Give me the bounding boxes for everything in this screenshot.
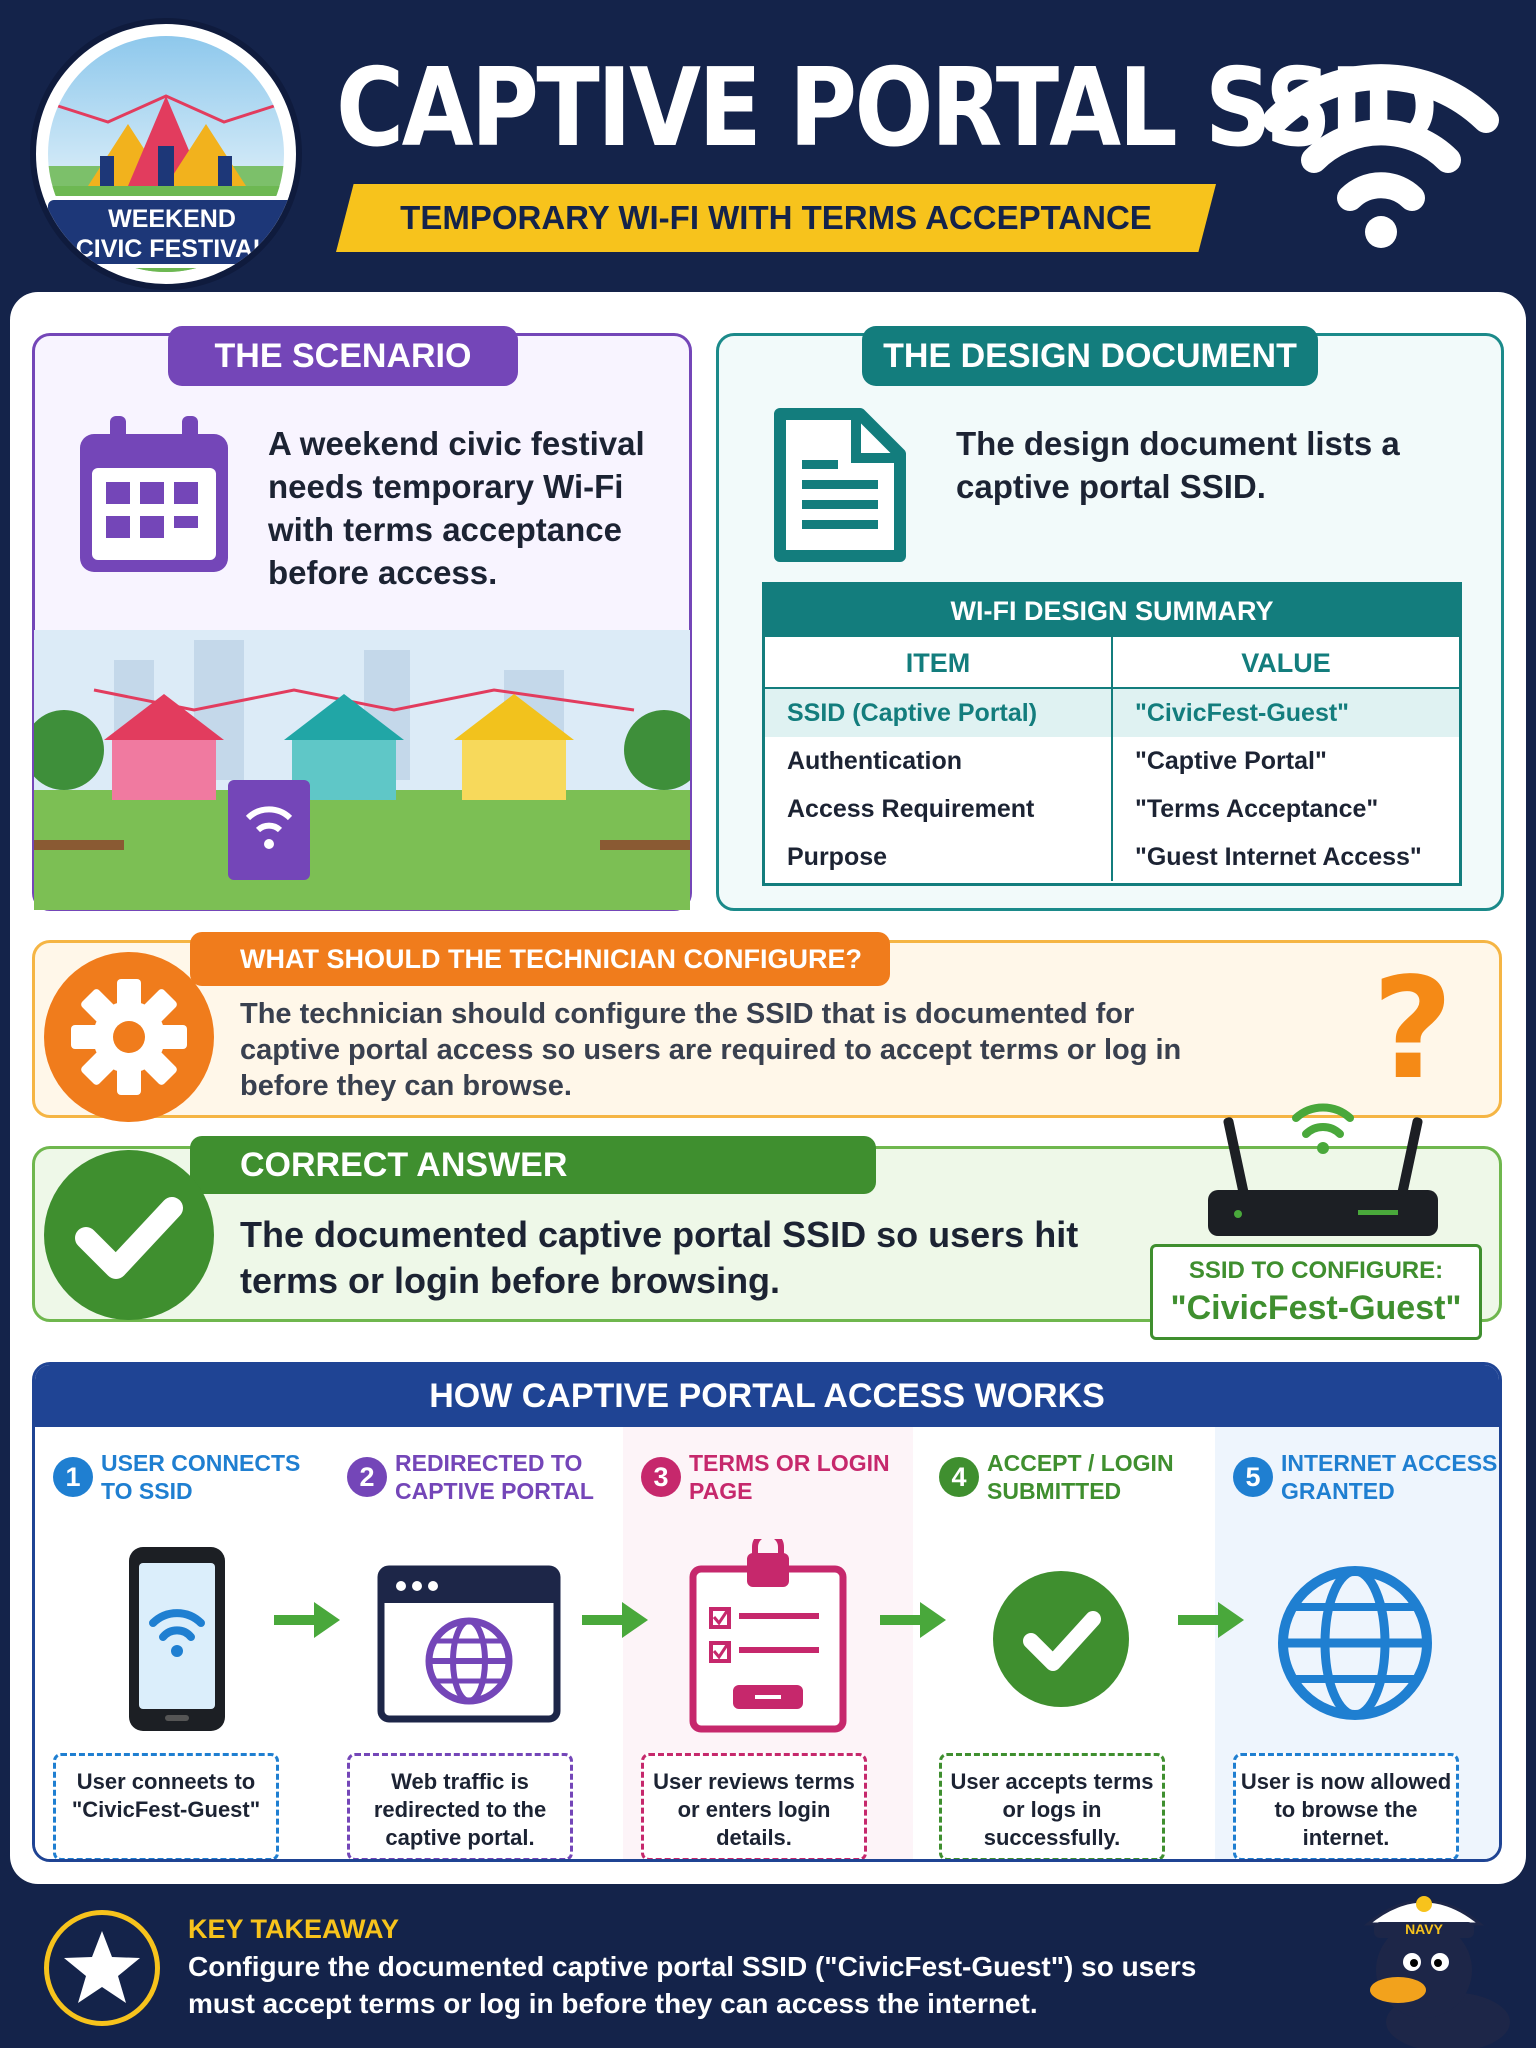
takeaway-label: KEY TAKEAWAY <box>188 1914 400 1944</box>
arrow-right-icon <box>1178 1602 1244 1638</box>
mascot-hat-text: NAVY <box>1405 1921 1444 1937</box>
table-row: Authentication "Captive Portal" <box>765 737 1459 785</box>
step-title: REDIRECTED TO CAPTIVE PORTAL <box>395 1450 594 1504</box>
logo-text-line2: CIVIC FESTIVAL <box>75 235 269 263</box>
takeaway-bar <box>0 1884 1536 2048</box>
design-heading: THE DESIGN DOCUMENT <box>862 326 1318 386</box>
step-number: 4 <box>939 1457 979 1497</box>
row-item: Access Requirement <box>765 785 1113 833</box>
answer-text: The documented captive portal SSID so us… <box>240 1214 1079 1301</box>
row-value: "Terms Acceptance" <box>1135 795 1379 823</box>
document-icon <box>774 408 906 562</box>
step-number: 1 <box>53 1457 93 1497</box>
step-5: 5 INTERNET ACCESS GRANTED User is now al… <box>1215 1427 1499 1859</box>
step-description: User accepts terms or logs in successful… <box>939 1753 1165 1859</box>
question-text: The technician should configure the SSID… <box>240 998 1182 1102</box>
arrow-right-icon <box>880 1602 946 1638</box>
summary-header-row: ITEM VALUE <box>765 637 1459 689</box>
page-title: CAPTIVE PORTAL SSID <box>336 46 1438 171</box>
festival-logo: WEEKEND CIVIC FESTIVAL <box>30 18 302 290</box>
step-title: ACCEPT / LOGIN SUBMITTED <box>987 1450 1174 1504</box>
question-mark-icon: ? <box>1372 948 1454 1111</box>
ssid-label: SSID TO CONFIGURE: <box>1188 1257 1444 1284</box>
step-title: USER CONNECTS TO SSID <box>101 1450 301 1504</box>
takeaway-text: Configure the documented captive portal … <box>188 1951 1197 2019</box>
star-badge <box>44 1910 160 2026</box>
table-row: SSID (Captive Portal) "CivicFest-Guest" <box>765 689 1459 737</box>
ssid-value: "CivicFest-Guest" <box>1170 1289 1462 1327</box>
summary-col-item: ITEM <box>765 637 1113 687</box>
step-title: INTERNET ACCESS GRANTED <box>1281 1450 1498 1504</box>
step-number: 2 <box>347 1457 387 1497</box>
calendar-icon <box>80 416 228 572</box>
festival-logo-banner: WEEKEND CIVIC FESTIVAL <box>44 196 296 268</box>
terms-lock-icon <box>689 1539 847 1733</box>
step-title: TERMS OR LOGIN PAGE <box>689 1450 890 1504</box>
row-value: "Guest Internet Access" <box>1135 843 1422 871</box>
arrow-right-icon <box>274 1602 340 1638</box>
step-number: 5 <box>1233 1457 1273 1497</box>
step-number: 3 <box>641 1457 681 1497</box>
router-icon <box>1208 1103 1438 1236</box>
festival-scene-image <box>34 630 690 910</box>
row-item: Authentication <box>765 737 1113 785</box>
wifi-icon <box>1263 64 1499 248</box>
answer-icon-circle <box>44 1150 214 1320</box>
smartphone-icon <box>129 1547 225 1731</box>
accept-check-icon <box>993 1571 1129 1707</box>
step-description: User conneets to "CivicFest-Guest" <box>53 1753 279 1859</box>
logo-text-line1: WEEKEND <box>108 205 236 233</box>
table-row: Access Requirement "Terms Acceptance" <box>765 785 1459 833</box>
table-row: Purpose "Guest Internet Access" <box>765 833 1459 881</box>
row-item: Purpose <box>765 833 1113 881</box>
step-3: 3 TERMS OR LOGIN PAGE User reviews terms… <box>623 1427 913 1859</box>
design-text: The design document lists a captive port… <box>956 425 1400 505</box>
scenario-heading: THE SCENARIO <box>168 326 518 386</box>
step-description: User reviews terms or enters login detai… <box>641 1753 867 1859</box>
ssid-to-configure-box: SSID TO CONFIGURE: "CivicFest-Guest" <box>1150 1244 1482 1340</box>
step-2: 2 REDIRECTED TO CAPTIVE PORTAL Web traff… <box>329 1427 609 1859</box>
duck-mascot-icon: NAVY <box>1363 1896 1510 2048</box>
arrow-right-icon <box>582 1602 648 1638</box>
summary-col-value: VALUE <box>1241 648 1331 678</box>
scenario-text: A weekend civic festival needs temporary… <box>268 425 645 591</box>
question-icon-circle <box>44 952 214 1122</box>
how-it-works-section: HOW CAPTIVE PORTAL ACCESS WORKS 1 USER C… <box>32 1362 1502 1862</box>
answer-heading: CORRECT ANSWER <box>190 1136 876 1194</box>
subtitle-ribbon: TEMPORARY WI-FI WITH TERMS ACCEPTANCE <box>336 184 1216 252</box>
row-value: "CivicFest-Guest" <box>1135 699 1350 727</box>
step-4: 4 ACCEPT / LOGIN SUBMITTED User accepts … <box>921 1427 1211 1859</box>
step-description: User is now allowed to browse the intern… <box>1233 1753 1459 1859</box>
wifi-summary-table: WI-FI DESIGN SUMMARY ITEM VALUE SSID (Ca… <box>762 582 1462 886</box>
star-icon <box>64 1931 140 2003</box>
row-item: SSID (Captive Portal) <box>765 689 1113 737</box>
checkmark-icon <box>75 1197 183 1279</box>
question-heading: WHAT SHOULD THE TECHNICIAN CONFIGURE? <box>190 932 890 986</box>
step-1: 1 USER CONNECTS TO SSID User conneets to… <box>35 1427 315 1859</box>
row-value: "Captive Portal" <box>1135 747 1327 775</box>
step-description: Web traffic is redirected to the captive… <box>347 1753 573 1859</box>
browser-globe-icon <box>377 1565 561 1723</box>
gear-icon <box>71 979 187 1095</box>
globe-icon <box>1278 1566 1432 1720</box>
summary-title: WI-FI DESIGN SUMMARY <box>765 585 1459 637</box>
how-heading: HOW CAPTIVE PORTAL ACCESS WORKS <box>35 1365 1499 1427</box>
